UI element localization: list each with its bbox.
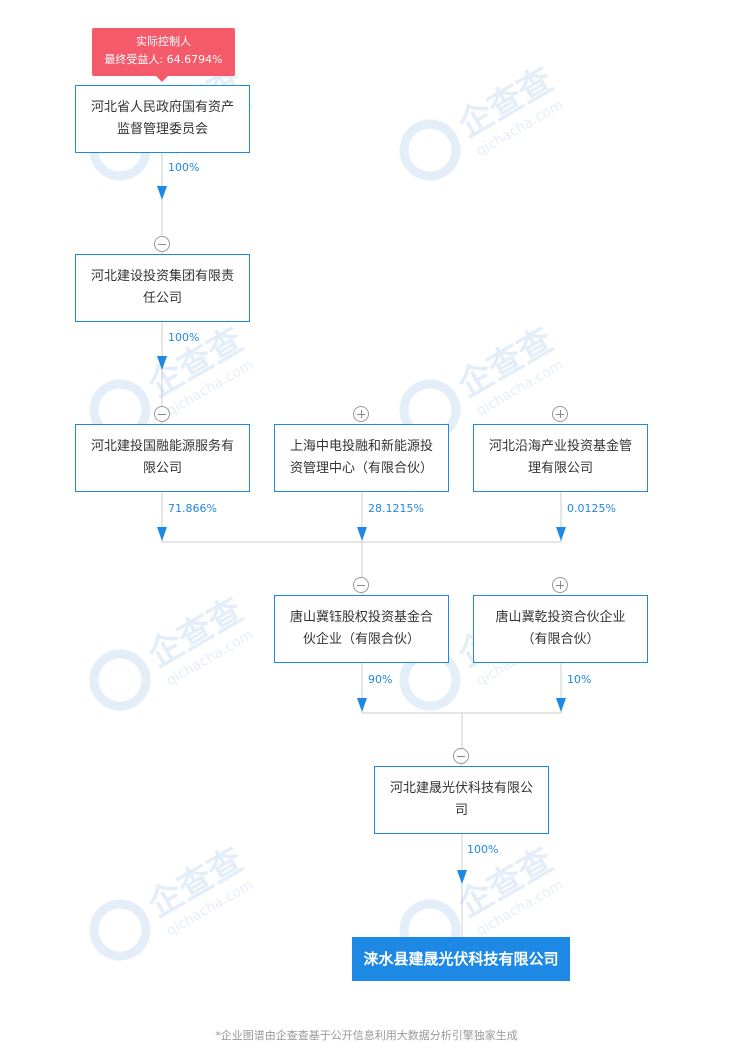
collapse-toggle-icon[interactable] [353, 577, 369, 593]
collapse-toggle-icon[interactable] [154, 406, 170, 422]
node-hebei-guorong-energy[interactable]: 河北建投国融能源服务有限公司 [75, 424, 250, 492]
edge-pct-6: 90% [368, 673, 393, 686]
node-shanghai-cpi-ronghe[interactable]: 上海中电投融和新能源投资管理中心（有限合伙） [274, 424, 449, 492]
node-hebei-jiansheng-pv[interactable]: 河北建晟光伏科技有限公司 [374, 766, 549, 834]
edge-arrow-icon [157, 527, 167, 541]
badge-title: 实际控制人 [136, 35, 191, 48]
actual-controller-badge: 实际控制人 最终受益人: 64.6794% [92, 28, 235, 82]
edge-arrow-icon [357, 527, 367, 541]
expand-toggle-icon[interactable] [552, 406, 568, 422]
edge-pct-7: 10% [567, 673, 592, 686]
badge-beneficiary: 最终受益人: 64.6794% [104, 53, 223, 66]
node-hebei-sasac[interactable]: 河北省人民政府国有资产监督管理委员会 [75, 85, 250, 153]
collapse-toggle-icon[interactable] [154, 236, 170, 252]
node-tangshan-jiyu-fund[interactable]: 唐山冀钰股权投资基金合伙企业（有限合伙） [274, 595, 449, 663]
edge-pct-2: 100% [168, 331, 200, 344]
node-hebei-coastal-fund[interactable]: 河北沿海产业投资基金管理有限公司 [473, 424, 648, 492]
node-tangshan-jiqian[interactable]: 唐山冀乾投资合伙企业（有限合伙） [473, 595, 648, 663]
edge-arrow-icon [556, 527, 566, 541]
edge-arrow-icon [157, 186, 167, 200]
edge-pct-1: 100% [168, 161, 200, 174]
footer-note: *企业图谱由企查查基于公开信息利用大数据分析引擎独家生成 [215, 1029, 518, 1042]
edge-arrow-icon [457, 870, 467, 884]
edge-pct-5: 0.0125% [567, 502, 616, 515]
node-hebei-construction-investment-group[interactable]: 河北建设投资集团有限责任公司 [75, 254, 250, 322]
collapse-toggle-icon[interactable] [453, 748, 469, 764]
expand-toggle-icon[interactable] [353, 406, 369, 422]
edge-pct-8: 100% [467, 843, 499, 856]
edge-arrow-icon [357, 698, 367, 712]
node-target-laishui-jiansheng-pv[interactable]: 涞水县建晟光伏科技有限公司 [352, 937, 570, 981]
edge-pct-3: 71.866% [168, 502, 217, 515]
edge-arrow-icon [157, 356, 167, 370]
edge-arrow-icon [556, 698, 566, 712]
expand-toggle-icon[interactable] [552, 577, 568, 593]
edge-pct-4: 28.1215% [368, 502, 424, 515]
